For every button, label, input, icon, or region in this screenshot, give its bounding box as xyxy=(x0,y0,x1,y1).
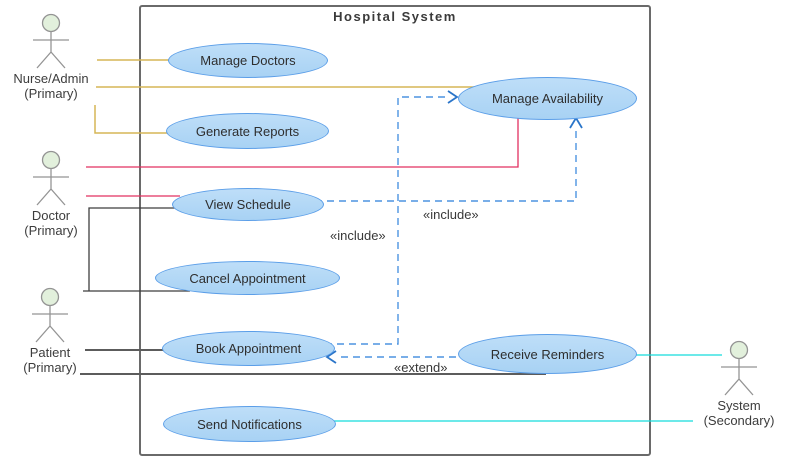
stick-figure-icon xyxy=(33,150,69,206)
edge-include-view-schedule-manage-availability[interactable] xyxy=(315,128,577,202)
usecase-label: Receive Reminders xyxy=(490,346,605,362)
include-label-book-appointment: «include» xyxy=(330,228,386,243)
stick-figure-icon xyxy=(32,287,68,343)
usecase-manage-availability[interactable]: Manage Availability xyxy=(458,77,637,120)
usecase-label: Generate Reports xyxy=(195,123,300,139)
diagram-title: Hospital System xyxy=(333,9,457,24)
actor-name: Doctor xyxy=(31,208,71,223)
usecase-cancel-appointment[interactable]: Cancel Appointment xyxy=(155,261,340,295)
actor-role: (Primary) xyxy=(23,360,77,375)
actor-nurse-admin[interactable]: Nurse/Admin (Primary) xyxy=(1,13,101,101)
actor-role: (Primary) xyxy=(24,86,78,101)
extend-label-receive-reminders: «extend» xyxy=(394,360,448,375)
actor-name: Patient xyxy=(29,345,71,360)
actor-name: Nurse/Admin xyxy=(13,71,89,86)
stick-figure-icon xyxy=(33,13,69,69)
arrowhead-include-right-icon xyxy=(447,90,459,104)
usecase-label: Book Appointment xyxy=(195,341,302,356)
usecase-label: Manage Availability xyxy=(491,91,604,106)
edge-doctor-manage-availability[interactable] xyxy=(86,112,519,168)
system-boundary[interactable] xyxy=(139,5,651,456)
usecase-view-schedule[interactable]: View Schedule xyxy=(172,188,324,221)
edge-include-book-appointment-manage-availability[interactable] xyxy=(325,96,446,345)
actor-name: System xyxy=(717,398,761,413)
arrowhead-include-up-icon xyxy=(569,116,583,129)
actor-patient[interactable]: Patient (Primary) xyxy=(0,287,100,375)
actor-system[interactable]: System (Secondary) xyxy=(689,340,789,428)
edge-doctor-cancel-appointment[interactable] xyxy=(83,207,190,292)
include-label-view-schedule: «include» xyxy=(423,207,479,222)
usecase-send-notifications[interactable]: Send Notifications xyxy=(163,406,336,442)
usecase-generate-reports[interactable]: Generate Reports xyxy=(166,113,329,149)
usecase-label: Cancel Appointment xyxy=(189,270,306,286)
actor-role: (Secondary) xyxy=(703,413,775,428)
actor-doctor[interactable]: Doctor (Primary) xyxy=(1,150,101,238)
usecase-label: View Schedule xyxy=(205,197,291,212)
usecase-label: Send Notifications xyxy=(197,416,302,432)
usecase-manage-doctors[interactable]: Manage Doctors xyxy=(168,43,328,78)
edge-nurse-generate-reports[interactable] xyxy=(94,105,172,134)
usecase-label: Manage Doctors xyxy=(200,53,296,68)
usecase-receive-reminders[interactable]: Receive Reminders xyxy=(458,334,637,374)
arrowhead-extend-left-icon xyxy=(325,350,337,364)
stick-figure-icon xyxy=(721,340,757,396)
usecase-book-appointment[interactable]: Book Appointment xyxy=(162,331,335,366)
actor-role: (Primary) xyxy=(24,223,78,238)
